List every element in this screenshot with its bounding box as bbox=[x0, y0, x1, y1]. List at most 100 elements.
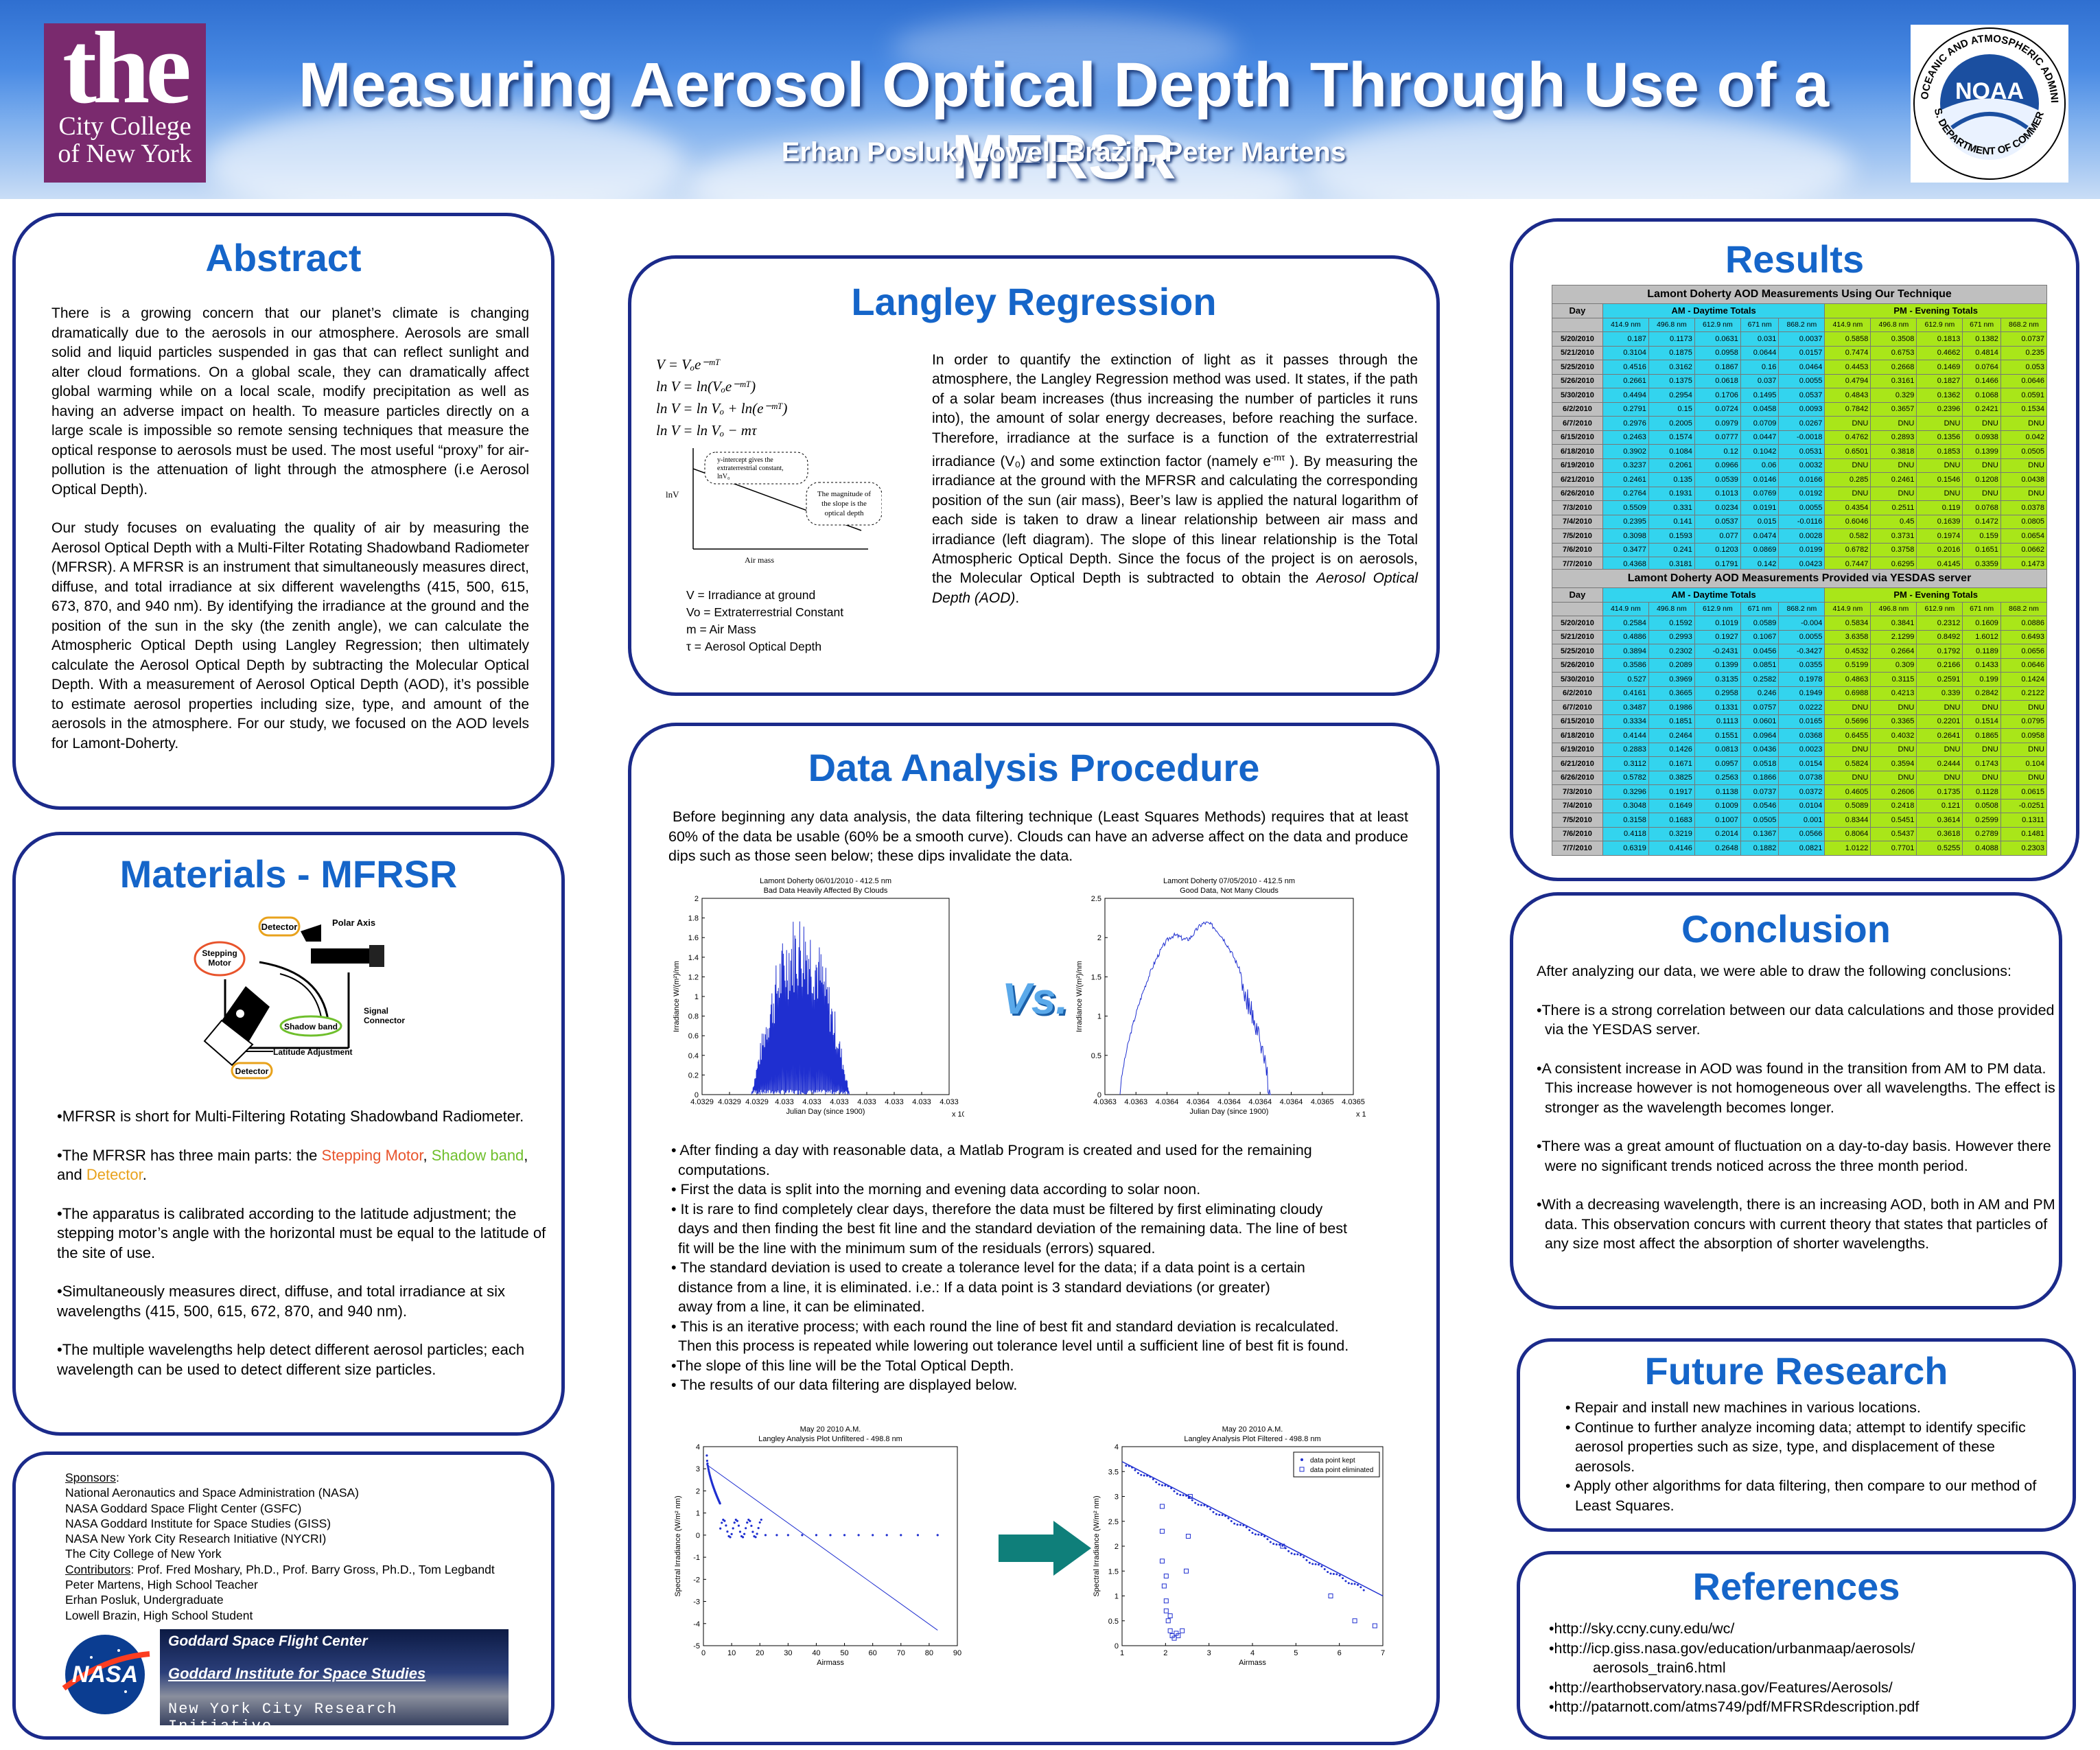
table-cell: 0.1469 bbox=[1916, 360, 1963, 375]
langley-panel: Langley Regression V = Vₒe⁻ᵐᵀ ln V = ln(… bbox=[628, 255, 1440, 696]
table-cell: 0.3594 bbox=[1870, 756, 1917, 771]
data-point-kept bbox=[1191, 1499, 1193, 1502]
table-cell: 0.3657 bbox=[1870, 401, 1917, 417]
table-cell: 0.4843 bbox=[1824, 388, 1871, 403]
table-cell: DNU bbox=[1824, 416, 1871, 431]
table-cell: 0.121 bbox=[1916, 798, 1963, 813]
x-tick-label: 2 bbox=[1163, 1649, 1167, 1657]
table-cell: 0.1128 bbox=[1962, 784, 2001, 800]
data-point bbox=[829, 1534, 832, 1537]
table-cell: 7/3/2010 bbox=[1552, 784, 1603, 800]
x-tick-label: 10 bbox=[727, 1649, 736, 1657]
data-point bbox=[705, 1460, 709, 1462]
y-tick-label: 0 bbox=[1115, 1642, 1119, 1650]
table-cell: 0.8064 bbox=[1824, 826, 1871, 841]
table-cell: 0.4794 bbox=[1824, 373, 1871, 388]
table-cell: 0.0813 bbox=[1694, 742, 1741, 757]
table-cell: 0.2444 bbox=[1916, 756, 1963, 771]
table-cell: 6/21/2010 bbox=[1552, 756, 1603, 771]
table-cell: 0.001 bbox=[1778, 813, 1825, 828]
reference-link-3[interactable]: •http://earthobservatory.nasa.gov/Featur… bbox=[1549, 1679, 1893, 1696]
data-point bbox=[743, 1532, 746, 1535]
col-am: AM - Daytime Totals bbox=[1602, 303, 1825, 318]
data-point-kept bbox=[1227, 1517, 1230, 1519]
legend-box bbox=[1293, 1451, 1380, 1478]
y-tick-label: 1 bbox=[696, 1510, 700, 1518]
table-cell: 0.0464 bbox=[1778, 360, 1825, 375]
table-cell: 0.1865 bbox=[1962, 728, 2001, 743]
langley-equations: V = Vₒe⁻ᵐᵀ ln V = ln(Vₒe⁻ᵐᵀ) ln V = ln V… bbox=[656, 356, 788, 439]
reference-link-2-cont[interactable]: aerosols_train6.html bbox=[1593, 1659, 1726, 1676]
table-cell: 0.2764 bbox=[1602, 486, 1649, 501]
table-cell: 0.5199 bbox=[1824, 657, 1871, 673]
col-wavelength: 868.2 nm bbox=[2000, 601, 2048, 616]
conclusion-item-1: •There is a strong correlation between o… bbox=[1537, 1001, 2055, 1038]
x-tick-label: 4.033 bbox=[940, 1098, 959, 1106]
table-cell: 0.2648 bbox=[1694, 841, 1741, 856]
table-cell: 0.0438 bbox=[2000, 472, 2048, 487]
table-cell: 7/6/2010 bbox=[1552, 542, 1603, 557]
data-point bbox=[737, 1524, 740, 1527]
chart-clear-day: Lamont Doherty 07/05/2010 - 412.5 nmGood… bbox=[1075, 877, 1366, 1119]
table-cell: DNU bbox=[1824, 486, 1871, 501]
table-cell: 0.1472 bbox=[1962, 514, 2001, 529]
y-tick-label: 0.4 bbox=[688, 1052, 699, 1060]
data-point-kept bbox=[1203, 1504, 1206, 1506]
table-cell: 0.3487 bbox=[1602, 700, 1649, 715]
table-cell: 0.2599 bbox=[1962, 813, 2001, 828]
table-cell: 0.3296 bbox=[1602, 784, 1649, 800]
svg-text:Detector: Detector bbox=[261, 922, 298, 932]
col-wavelength: 496.8 nm bbox=[1870, 317, 1917, 332]
table-cell: DNU bbox=[1962, 742, 2001, 757]
chart-langley-filtered: May 20 2010 A.M.Langley Analysis Plot Fi… bbox=[1093, 1425, 1385, 1666]
data-point bbox=[726, 1530, 729, 1533]
y-axis-label: Spectral Irradiance (W/m² nm) bbox=[1093, 1495, 1101, 1596]
table-cell: 0.6295 bbox=[1870, 557, 1917, 572]
data-point bbox=[857, 1534, 860, 1537]
data-point-kept bbox=[1299, 1554, 1302, 1556]
table-cell: 0.12 bbox=[1694, 444, 1741, 459]
data-point-kept bbox=[1317, 1563, 1320, 1566]
table-cell: 0.6782 bbox=[1824, 542, 1871, 557]
data-point-kept bbox=[1131, 1466, 1134, 1469]
table-cell: DNU bbox=[2000, 458, 2048, 473]
chart-subtitle: Langley Analysis Plot Unfiltered - 498.8… bbox=[758, 1435, 902, 1443]
table-cell: 1.0122 bbox=[1824, 841, 1871, 856]
table-cell: 0.2461 bbox=[1602, 472, 1649, 487]
data-point bbox=[738, 1530, 742, 1533]
legend-label-eliminated: data point eliminated bbox=[1310, 1467, 1373, 1474]
table-cell: 0.0055 bbox=[1778, 629, 1825, 644]
x-tick-label: 4.0329 bbox=[745, 1098, 769, 1106]
data-point-kept bbox=[1160, 1484, 1163, 1486]
table-cell: 0.4088 bbox=[1962, 841, 2001, 856]
table-cell: 0.1551 bbox=[1694, 728, 1741, 743]
data-point-kept bbox=[1152, 1478, 1154, 1480]
reference-link-1[interactable]: •http://sky.ccny.cuny.edu/wc/ bbox=[1549, 1620, 1735, 1637]
table-cell: DNU bbox=[1870, 416, 1917, 431]
table-cell: -0.2431 bbox=[1694, 644, 1741, 659]
table-cell: 0.4814 bbox=[1962, 345, 2001, 360]
sponsors-heading: Sponsors: bbox=[65, 1471, 119, 1484]
data-point-kept bbox=[1305, 1559, 1308, 1561]
langley-text: In order to quantify the extinction of l… bbox=[932, 352, 1418, 606]
table-cell: 0.582 bbox=[1824, 528, 1871, 544]
table-cell: 0.3758 bbox=[1870, 542, 1917, 557]
table-cell: 0.0456 bbox=[1740, 644, 1780, 659]
data-point-kept bbox=[1158, 1483, 1160, 1486]
table-cell: 0.1743 bbox=[1962, 756, 2001, 771]
table-cell: 0.5782 bbox=[1602, 770, 1649, 785]
x-tick-label: 4.033 bbox=[775, 1098, 794, 1106]
abstract-paragraph-2: Our study focuses on evaluating the qual… bbox=[51, 520, 529, 751]
data-point-kept bbox=[1248, 1529, 1251, 1532]
reference-link-4[interactable]: •http://patarnott.com/atms749/pdf/MFRSRd… bbox=[1549, 1699, 1920, 1715]
table-cell: 0.0644 bbox=[1740, 345, 1780, 360]
table-cell: 0.1827 bbox=[1916, 373, 1963, 388]
table-cell: 0.285 bbox=[1824, 472, 1871, 487]
table-cell: 0.0646 bbox=[2000, 657, 2048, 673]
table-cell: DNU bbox=[1870, 458, 1917, 473]
table-cell: 0.2584 bbox=[1602, 616, 1649, 631]
reference-link-2[interactable]: •http://icp.giss.nasa.gov/education/urba… bbox=[1549, 1640, 1915, 1657]
x-tick-label: 4.033 bbox=[802, 1098, 821, 1106]
